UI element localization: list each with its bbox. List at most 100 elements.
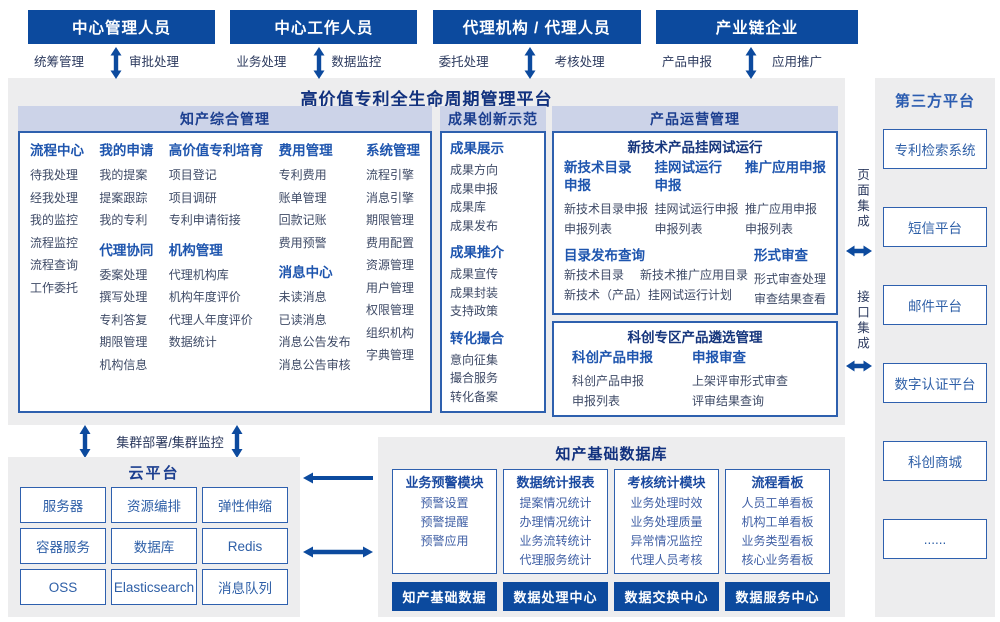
cloud-title: 云平台	[128, 465, 180, 482]
module-item: 业务类型看板	[741, 534, 814, 548]
menu-item: 字典管理	[365, 348, 414, 362]
menu-item: 待我处理	[30, 168, 79, 182]
section-ip-management: 知产综合管理 流程中心 待我处理经我处理我的监控流程监控流程查询工作委托 我的申…	[18, 106, 432, 417]
role-function-left: 统筹管理	[34, 55, 85, 69]
menu-item: 机构年度评价	[168, 290, 241, 304]
menu-item: 流程引擎	[365, 168, 414, 182]
role-group: 产业链企业 产品申报 应用推广	[655, 10, 858, 79]
role-function-right: 考核处理	[554, 55, 605, 69]
group-header: 形式审查	[753, 248, 808, 263]
ip-col-5: 系统管理 流程引擎消息引擎期限管理费用配置资源管理用户管理权限管理组织机构字典管…	[366, 138, 420, 406]
ip-col-3: 高价值专利培育 项目登记项目调研专利申请衔接 机构管理 代理机构库机构年度评价代…	[169, 138, 264, 406]
platform-title: 高价值专利全生命周期管理平台	[300, 90, 553, 109]
menu-item: 费用预警	[278, 235, 327, 250]
group-header: 费用管理	[278, 143, 333, 158]
menu-item: 我的监控	[30, 213, 79, 227]
menu-item: 流程查询	[30, 258, 79, 272]
menu-item: 消息引擎	[365, 190, 414, 205]
third-party-item: 邮件平台	[883, 285, 987, 325]
po-box-trial-run: 新技术产品挂网试运行 新技术目录申报 新技术目录申报申报列表 挂网试运行申报 挂…	[552, 131, 838, 315]
menu-item: 代理人年度评价	[168, 312, 253, 327]
group-header: 消息中心	[278, 265, 333, 280]
menu-item: 审查结果查看	[753, 292, 826, 306]
module-item: 异常情况监控	[630, 534, 703, 548]
menu-item: 成果宣传	[450, 267, 499, 281]
menu-item: 流程监控	[30, 235, 79, 250]
module-title: 业务预警模块	[405, 475, 484, 490]
menu-item: 申报列表	[564, 222, 613, 236]
menu-item: 用户管理	[365, 280, 414, 295]
menu-item: 专利费用	[278, 168, 327, 182]
group-header: 代理协同	[99, 242, 154, 258]
group-header: 目录发布查询	[564, 248, 645, 263]
role-function-left: 产品申报	[661, 55, 712, 69]
group-header: 挂网试运行申报	[654, 160, 723, 193]
menu-item: 委案处理	[99, 267, 148, 282]
data-center-item: 数据处理中心	[503, 582, 608, 611]
menu-item: 形式审查处理	[753, 272, 826, 286]
cloud-service-item: OSS	[20, 569, 106, 605]
double-arrow-horizontal-icon	[303, 546, 373, 558]
double-arrow-vertical-icon	[524, 47, 536, 79]
menu-item: 成果方向	[450, 163, 499, 177]
role-row: 中心管理人员 统筹管理 审批处理 中心工作人员 业务处理 数据监控	[28, 10, 858, 79]
menu-item: 新技术推广应用目录	[640, 268, 749, 282]
po-col-formal-review: 形式审查 形式审查处理审查结果查看	[754, 247, 826, 309]
double-arrow-vertical-icon	[110, 47, 122, 79]
menu-item: 成果库	[450, 200, 487, 214]
menu-item: 期限管理	[365, 213, 414, 227]
po-box-title: 新技术产品挂网试运行	[627, 140, 763, 155]
double-arrow-vertical-icon	[231, 425, 243, 458]
role-functions: 委托处理 考核处理	[433, 44, 641, 70]
menu-item: 项目调研	[168, 190, 217, 205]
group-header: 系统管理	[365, 143, 420, 158]
role-title: 产业链企业	[655, 10, 858, 44]
menu-item: 评审结果查询	[691, 394, 764, 408]
po-col-catalog-query: 目录发布查询 新技术目录新技术推广应用目录新技术（产品）挂网试运行计划	[564, 247, 750, 309]
menu-item: 推广应用申报	[745, 202, 818, 216]
role-function-left: 业务处理	[236, 55, 287, 69]
menu-item: 费用配置	[365, 235, 414, 250]
platform-panel: 高价值专利全生命周期管理平台 知产综合管理 流程中心 待我处理经我处理我的监控流…	[8, 78, 845, 425]
role-title: 中心管理人员	[28, 10, 215, 44]
module-item: 预警提醒	[420, 515, 469, 529]
menu-item: 申报列表	[654, 222, 703, 236]
ip-database-panel: 知产基础数据库 业务预警模块 预警设置预警提醒预警应用 数据统计报表 提案情况统…	[378, 437, 845, 617]
module-title: 流程看板	[751, 475, 804, 490]
group-header: 我的申请	[99, 143, 154, 158]
po-col-catalog: 新技术目录申报 新技术目录申报申报列表	[564, 159, 648, 239]
menu-item: 我的提案	[99, 168, 148, 182]
menu-item: 工作委托	[30, 280, 79, 295]
role-functions: 统筹管理 审批处理	[28, 44, 215, 70]
menu-item: 组织机构	[365, 325, 414, 340]
third-party-title: 第三方平台	[894, 93, 975, 110]
role-group: 中心管理人员 统筹管理 审批处理	[28, 10, 215, 79]
section-ip-title: 知产综合管理	[18, 106, 432, 131]
module-alert: 业务预警模块 预警设置预警提醒预警应用	[392, 469, 497, 574]
menu-item: 撮合服务	[450, 371, 499, 385]
section-achievement-title: 成果创新示范	[440, 106, 546, 131]
role-function-right: 应用推广	[771, 55, 822, 69]
menu-item: 权限管理	[365, 303, 414, 317]
po-col-sci-product: 科创产品申报 科创产品申报申报列表	[572, 349, 653, 411]
ip-col-2: 我的申请 我的提案提案跟踪我的专利 代理协同 委案处理撰写处理专利答复期限管理机…	[99, 138, 153, 406]
menu-item: 专利答复	[99, 312, 148, 327]
po-col-promotion: 推广应用申报 推广应用申报申报列表	[745, 159, 826, 239]
cloud-service-item: 资源编排	[111, 487, 197, 523]
menu-item: 我的专利	[99, 213, 148, 227]
group-header: 科创产品申报	[572, 350, 653, 365]
group-header: 转化撮合	[450, 330, 504, 346]
section-achievement: 成果创新示范 成果展示 成果方向成果申报成果库成果发布 成果推介 成果宣传成果封…	[440, 106, 546, 417]
menu-item: 专利申请衔接	[168, 213, 241, 227]
double-arrow-vertical-icon	[313, 47, 325, 79]
menu-item: 撰写处理	[99, 290, 148, 304]
section-ip-body: 流程中心 待我处理经我处理我的监控流程监控流程查询工作委托 我的申请 我的提案提…	[18, 131, 432, 413]
section-achievement-body: 成果展示 成果方向成果申报成果库成果发布 成果推介 成果宣传成果封装支持政策 转…	[440, 131, 546, 413]
group-header: 新技术目录申报	[564, 160, 632, 193]
cloud-service-item: 服务器	[20, 487, 106, 523]
group-header: 推广应用申报	[745, 160, 826, 175]
role-functions: 产品申报 应用推广	[656, 44, 858, 70]
data-center-item: 知产基础数据	[392, 582, 497, 611]
menu-item: 资源管理	[365, 258, 414, 272]
